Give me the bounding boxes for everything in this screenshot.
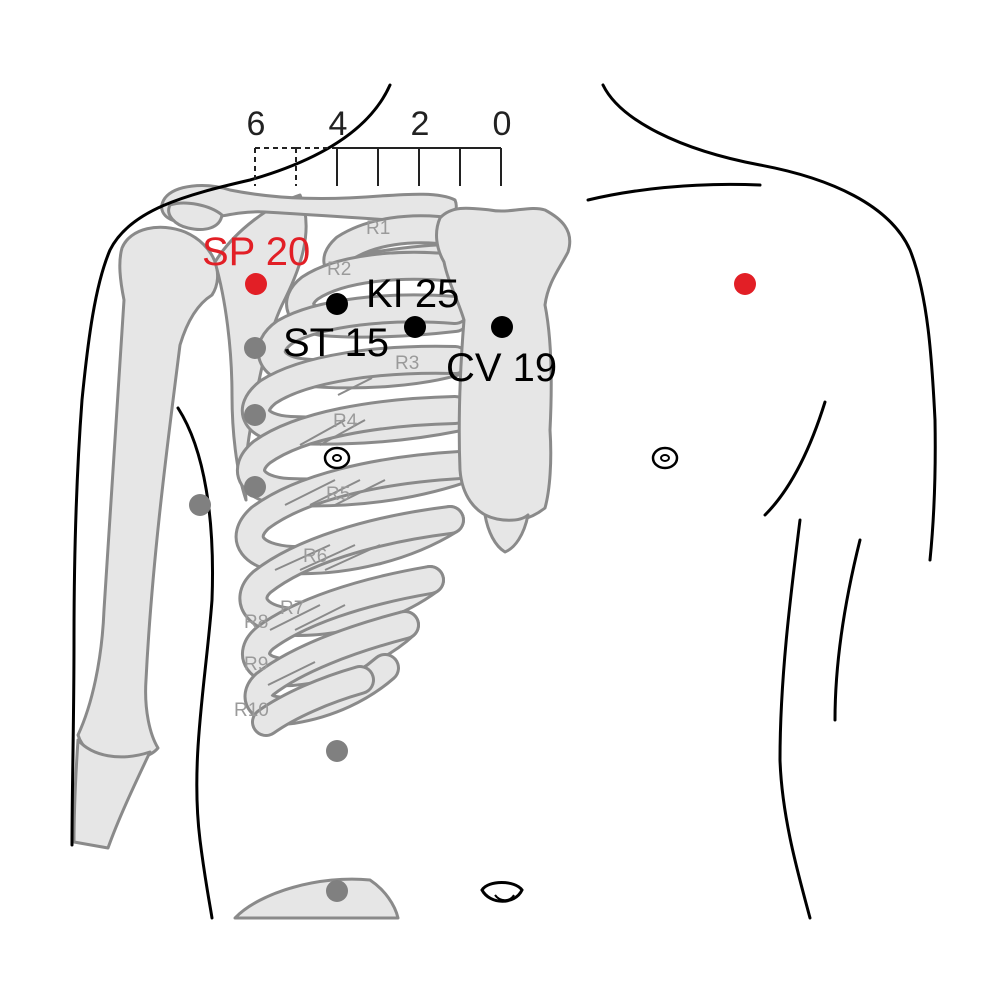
related-point (326, 740, 348, 762)
rib-label-r10: R10 (234, 700, 269, 721)
point-labels: SP 20 KI 25 ST 15 CV 19 (202, 230, 557, 390)
related-point (189, 494, 211, 516)
related-point (244, 337, 266, 359)
nipple-right (651, 446, 679, 470)
label-cv19: CV 19 (446, 346, 557, 390)
point-ki25 (404, 316, 426, 338)
sternum (435, 206, 572, 523)
pelvis (233, 877, 400, 920)
label-sp20: SP 20 (202, 230, 310, 274)
scale-label-4: 4 (329, 105, 348, 143)
rib-label-r4: R4 (333, 411, 358, 432)
rib-label-r2: R2 (327, 259, 351, 280)
scale-label-0: 0 (493, 105, 512, 143)
navel (480, 881, 524, 903)
point-sp20-left (245, 273, 267, 295)
related-point (326, 880, 348, 902)
scale-label-2: 2 (411, 105, 430, 143)
body-outline (70, 83, 937, 920)
rib-label-r6: R6 (303, 546, 327, 567)
point-cv19 (491, 316, 513, 338)
rib-label-r5: R5 (326, 484, 350, 505)
rib-label-r7: R7 (280, 598, 304, 619)
acromion (167, 201, 224, 231)
nipple-left (323, 446, 351, 470)
point-sp20-right (734, 273, 756, 295)
point-st15 (326, 293, 348, 315)
skeleton (72, 184, 572, 920)
rib-label-r3: R3 (395, 353, 419, 374)
humerus (76, 225, 220, 761)
rib-labels: R1 R2 R3 R4 R5 R6 R7 R8 R9 R10 (234, 218, 419, 721)
rib-label-r8: R8 (244, 612, 268, 633)
xiphoid (483, 513, 530, 554)
measurement-scale: 6 4 2 0 (247, 105, 512, 186)
scale-label-6: 6 (247, 105, 266, 143)
label-ki25: KI 25 (366, 272, 459, 316)
related-point (244, 476, 266, 498)
related-point (244, 404, 266, 426)
ribcage (234, 214, 475, 737)
rib-label-r9: R9 (244, 654, 268, 675)
forearm (72, 738, 152, 850)
cartilage-hatching (267, 377, 386, 686)
acupoints (189, 273, 756, 902)
rib-label-r1: R1 (366, 218, 390, 239)
label-st15: ST 15 (283, 321, 389, 365)
